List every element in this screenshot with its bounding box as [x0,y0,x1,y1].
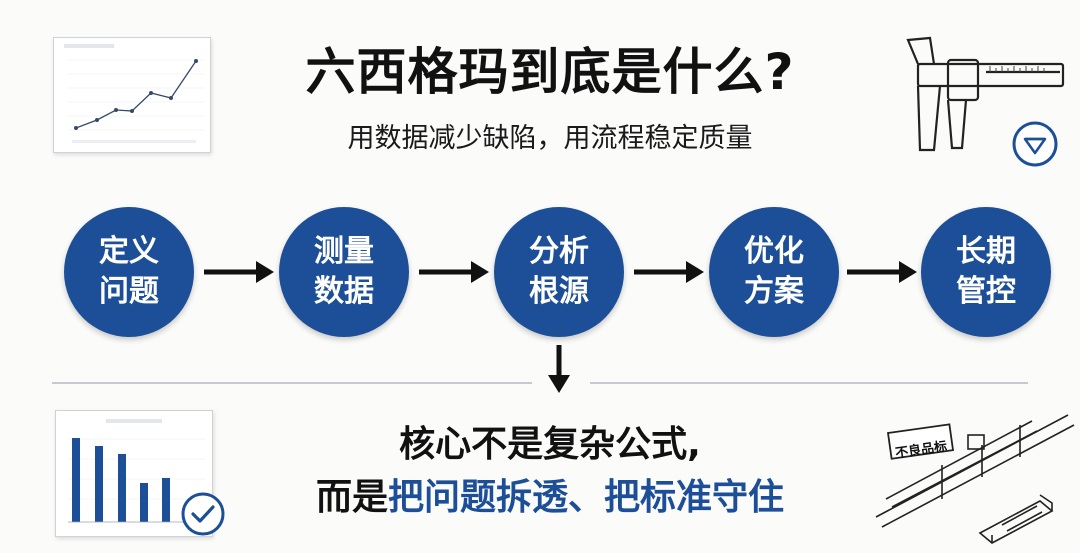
arrow-down-icon [548,345,570,393]
diamond-badge-icon [1011,120,1059,168]
step-improve-line2: 方案 [744,274,804,309]
page-title: 六西格玛到底是什么? [305,43,795,101]
arrow-right-icon [634,261,704,283]
check-badge-icon [180,491,226,537]
step-define-line2: 问题 [99,274,159,309]
bar-chart-thumbnail-graphic [68,419,206,523]
step-define: 定义 问题 [64,207,194,337]
arrow-right-icon [419,261,489,283]
caliper-icon [900,22,1070,162]
arrow-right-icon [204,261,274,283]
step-improve-line1: 优化 [744,234,804,269]
line-chart-thumbnail-graphic [64,44,204,143]
line-chart-thumbnail [53,37,211,153]
core-line2: 而是把问题拆透、把标准守住 [250,468,850,520]
arrow-right-icon [847,261,917,283]
step-measure: 测量 数据 [279,207,409,337]
step-improve: 优化 方案 [709,207,839,337]
page-subtitle: 用数据减少缺陷，用流程稳定质量 [347,123,753,154]
core-line2-highlight: 把问题拆透、把标准守住 [388,477,785,518]
step-measure-line1: 测量 [314,234,374,269]
divider-right [590,382,1028,384]
step-analyze: 分析 根源 [494,207,624,337]
step-analyze-line1: 分析 [529,234,589,269]
divider-left [52,382,532,384]
conveyor-line-icon: 不良品标 [872,395,1077,545]
step-analyze-line2: 根源 [529,274,589,309]
defect-sign [886,423,955,460]
core-line2-prefix: 而是 [315,477,388,518]
core-line1: 核心不是复杂公式, [399,424,701,465]
step-control: 长期 管控 [921,207,1051,337]
step-define-line1: 定义 [99,234,159,269]
step-control-line2: 管控 [956,274,1016,309]
step-control-line1: 长期 [956,234,1016,269]
step-measure-line2: 数据 [314,274,374,309]
